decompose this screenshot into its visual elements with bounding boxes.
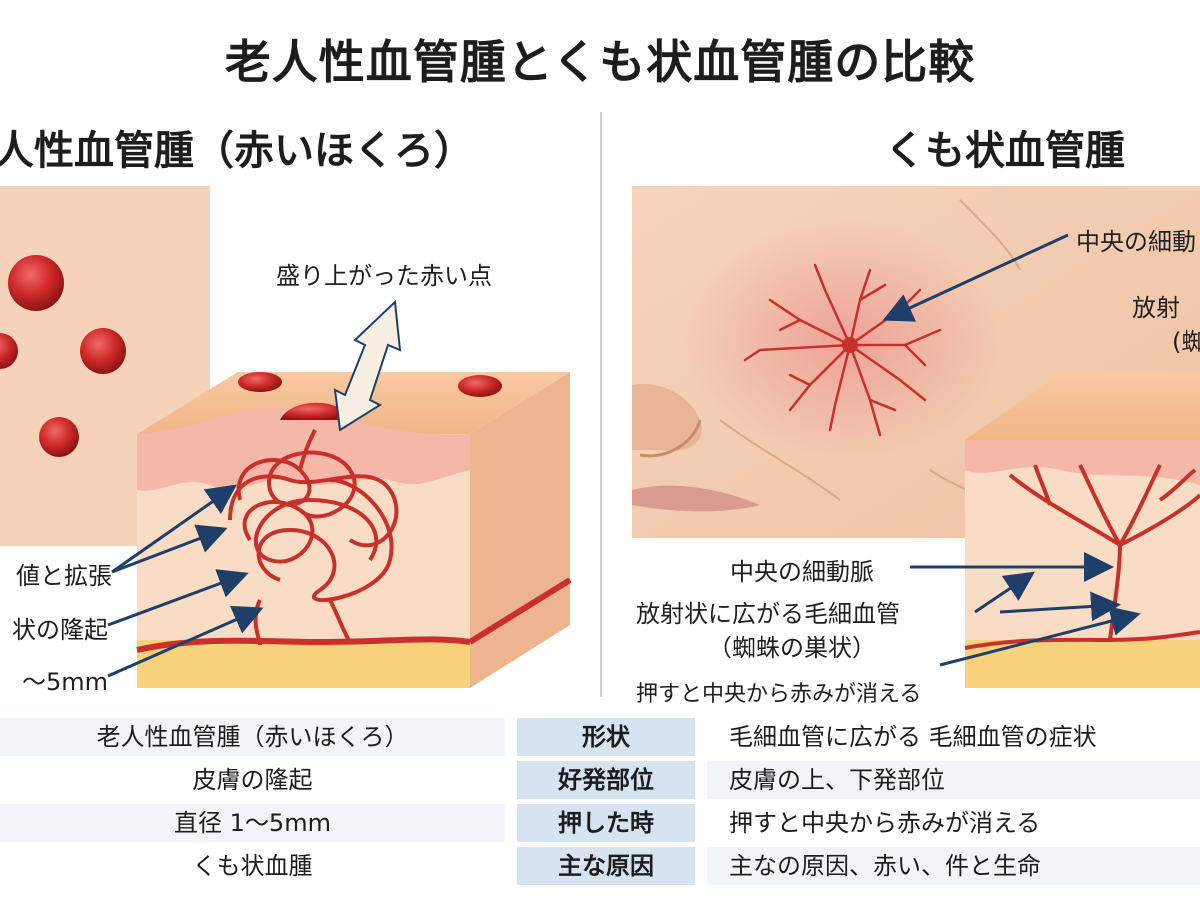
tangled-capillaries	[228, 429, 399, 646]
label-radial-capillaries: 放射状に広がる毛細血管	[636, 600, 900, 628]
table-row-header: 好発部位	[517, 761, 695, 799]
table-left-cell: 直径 1〜5mm	[0, 804, 505, 842]
table-left-cell: 皮膚の隆起	[0, 761, 505, 799]
label-size: 〜5mm	[21, 668, 108, 696]
label-raised-red-dot: 盛り上がった赤い点	[276, 262, 492, 290]
label-elevation: 状の隆起	[12, 616, 108, 644]
table-right-cell: 主なの原因、赤い、件と生命	[707, 847, 1200, 885]
label-radial-top-sub: (蜘	[1172, 328, 1200, 356]
label-press-test: 押すと中央から赤みが消える	[636, 682, 922, 707]
left-arrows	[107, 484, 264, 678]
right-section-title: くも状血管腫	[885, 128, 1125, 174]
face-panel	[632, 186, 1200, 538]
red-spot	[80, 328, 126, 374]
right-skin-block	[964, 372, 1200, 688]
center-divider	[600, 112, 602, 697]
label-proliferation: 値と拡張	[16, 562, 112, 590]
red-spot	[39, 417, 79, 457]
label-central-arteriole: 中央の細動脈	[730, 558, 874, 586]
radiating-vessels	[964, 464, 1200, 650]
label-radial-top: 放射	[1132, 294, 1180, 322]
table-left-cell: くも状血腫	[0, 847, 505, 885]
table-right-cell: 毛細血管に広がる 毛細血管の症状	[707, 718, 1200, 756]
table-row-header: 形状	[517, 718, 695, 756]
table-row-header: 主な原因	[517, 847, 695, 885]
label-central-arteriole-top: 中央の細動	[1076, 228, 1196, 256]
red-spot	[8, 255, 64, 311]
red-spot	[0, 333, 18, 369]
right-arrows	[882, 233, 1141, 667]
table-left-cell: 老人性血管腫（赤いほくろ）	[0, 718, 505, 756]
page-title: 老人性血管腫とくも状血管腫の比較	[224, 35, 976, 89]
table-right-cell: 押すと中央から赤みが消える	[707, 804, 1200, 842]
table-row-header: 押した時	[517, 804, 695, 842]
left-section-title: 人性血管腫（赤いほくろ）	[0, 128, 474, 174]
label-spiderweb: （蜘蛛の巣状）	[708, 634, 876, 662]
table-right-cell: 皮膚の上、下発部位	[707, 761, 1200, 799]
